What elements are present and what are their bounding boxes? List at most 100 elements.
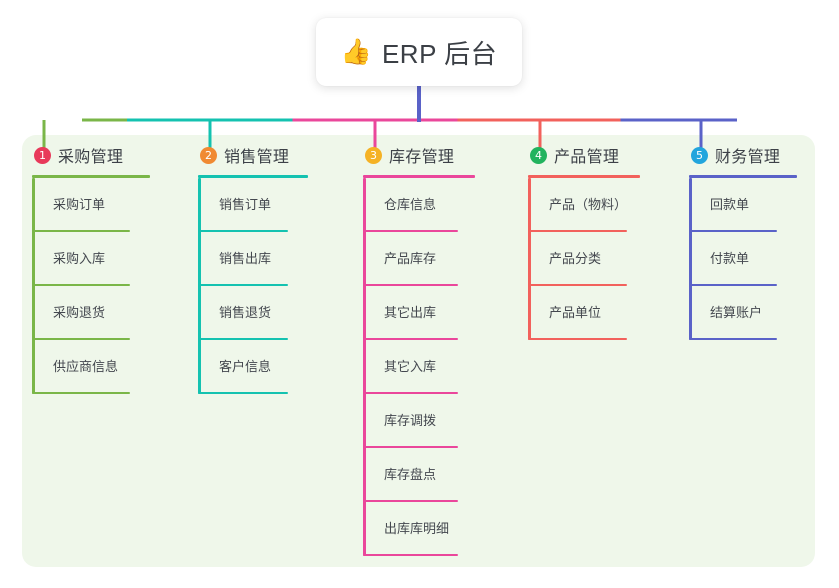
branch-item-underline xyxy=(689,284,777,286)
branch-item[interactable]: 客户信息 xyxy=(198,340,308,394)
branch-item[interactable]: 结算账户 xyxy=(689,286,797,340)
branch-item-underline xyxy=(32,284,130,286)
branch-item[interactable]: 销售退货 xyxy=(198,286,308,340)
branch-item-underline xyxy=(198,338,288,340)
branch-item[interactable]: 产品分类 xyxy=(528,232,640,286)
branch-item-label: 产品库存 xyxy=(384,250,437,266)
branch-item[interactable]: 库存调拨 xyxy=(363,394,475,448)
branch-number-badge: 3 xyxy=(365,146,382,164)
branch-item-label: 产品单位 xyxy=(549,304,602,320)
branch-columns: 1 采购管理采购订单采购入库采购退货供应商信息 2 销售管理销售订单销售出库销售退货客… xyxy=(22,135,815,567)
branch-item[interactable]: 销售出库 xyxy=(198,232,308,286)
branch-item-underline xyxy=(363,338,458,340)
root-node-card[interactable]: 👍 ERP 后台 xyxy=(316,18,522,86)
branch-header-3[interactable]: 3 库存管理 xyxy=(353,135,475,175)
branch-items: 仓库信息产品库存其它出库其它入库库存调拨库存盘点出库库明细 xyxy=(363,178,475,556)
branch-item-underline xyxy=(198,230,288,232)
branch-item-underline xyxy=(363,392,458,394)
branch-item-underline xyxy=(198,392,288,394)
branch-item-label: 仓库信息 xyxy=(384,196,437,212)
branch-item[interactable]: 回款单 xyxy=(689,178,797,232)
branch-number-badge: 2 xyxy=(200,146,217,164)
branch-item-underline xyxy=(363,500,458,502)
branch-title: 产品管理 xyxy=(554,149,620,166)
branch-spine xyxy=(363,178,366,556)
branch-column-4: 4 产品管理产品（物料） 产品分类产品单位 xyxy=(518,135,640,340)
branch-column-3: 3 库存管理仓库信息产品库存其它出库其它入库库存调拨库存盘点出库库明细 xyxy=(353,135,475,556)
branch-item-label: 销售出库 xyxy=(219,250,272,266)
branch-underline xyxy=(198,175,308,178)
branch-column-5: 5 财务管理回款单付款单结算账户 xyxy=(679,135,797,340)
branch-number-badge: 4 xyxy=(530,146,547,164)
branch-items: 采购订单采购入库采购退货供应商信息 xyxy=(32,178,150,394)
branch-header-4[interactable]: 4 产品管理 xyxy=(518,135,640,175)
branch-header-5[interactable]: 5 财务管理 xyxy=(679,135,797,175)
branch-item-underline xyxy=(528,230,627,232)
branch-item[interactable]: 产品单位 xyxy=(528,286,640,340)
branch-item-underline xyxy=(32,392,130,394)
branch-item-label: 客户信息 xyxy=(219,358,272,374)
branch-item-underline xyxy=(363,446,458,448)
branch-item[interactable]: 其它出库 xyxy=(363,286,475,340)
branch-item[interactable]: 产品（物料） xyxy=(528,178,640,232)
branch-item-underline xyxy=(689,230,777,232)
branch-item-underline xyxy=(528,338,627,340)
branch-number-badge: 5 xyxy=(691,146,708,164)
branch-item[interactable]: 其它入库 xyxy=(363,340,475,394)
branch-spine xyxy=(32,178,35,394)
branch-item-label: 库存调拨 xyxy=(384,412,437,428)
branch-column-1: 1 采购管理采购订单采购入库采购退货供应商信息 xyxy=(22,135,150,394)
branch-item[interactable]: 库存盘点 xyxy=(363,448,475,502)
branch-item-label: 产品（物料） xyxy=(549,196,628,212)
branch-item[interactable]: 采购退货 xyxy=(32,286,150,340)
branch-item-label: 产品分类 xyxy=(549,250,602,266)
branch-item-label: 回款单 xyxy=(710,196,750,212)
branch-items: 回款单付款单结算账户 xyxy=(689,178,797,340)
branch-item[interactable]: 产品库存 xyxy=(363,232,475,286)
branch-underline xyxy=(689,175,797,178)
branch-underline xyxy=(363,175,475,178)
branch-underline xyxy=(528,175,640,178)
branch-item-label: 销售退货 xyxy=(219,304,272,320)
branch-item-label: 付款单 xyxy=(710,250,750,266)
branch-underline xyxy=(32,175,150,178)
branch-title: 销售管理 xyxy=(224,149,290,166)
branch-item[interactable]: 出库库明细 xyxy=(363,502,475,556)
branch-item-label: 其它入库 xyxy=(384,358,437,374)
branch-header-1[interactable]: 1 采购管理 xyxy=(22,135,150,175)
branch-item-label: 采购入库 xyxy=(53,250,106,266)
branch-title: 库存管理 xyxy=(389,149,455,166)
branch-title: 采购管理 xyxy=(58,149,124,166)
branch-item[interactable]: 采购入库 xyxy=(32,232,150,286)
branch-item-underline xyxy=(363,230,458,232)
branch-item-label: 采购退货 xyxy=(53,304,106,320)
root-node-title: ERP 后台 xyxy=(381,38,498,69)
branch-item[interactable]: 仓库信息 xyxy=(363,178,475,232)
branch-spine xyxy=(689,178,692,340)
branch-item-label: 供应商信息 xyxy=(53,358,119,374)
branch-item-label: 销售订单 xyxy=(219,196,272,212)
branch-title: 财务管理 xyxy=(715,149,781,166)
branch-item-label: 库存盘点 xyxy=(384,466,437,482)
branch-item-label: 结算账户 xyxy=(710,304,763,320)
branch-item[interactable]: 供应商信息 xyxy=(32,340,150,394)
thumbs-up-icon: 👍 xyxy=(340,37,372,66)
branch-number-badge: 1 xyxy=(34,146,51,164)
branch-items: 产品（物料） 产品分类产品单位 xyxy=(528,178,640,340)
branch-item[interactable]: 采购订单 xyxy=(32,178,150,232)
branch-column-2: 2 销售管理销售订单销售出库销售退货客户信息 xyxy=(188,135,308,394)
branch-item-label: 其它出库 xyxy=(384,304,437,320)
branches-panel xyxy=(22,135,815,567)
branch-spine xyxy=(528,178,531,340)
branch-item-label: 采购订单 xyxy=(53,196,106,212)
branch-item[interactable]: 付款单 xyxy=(689,232,797,286)
branch-item-label: 出库库明细 xyxy=(384,520,450,536)
branch-item[interactable]: 销售订单 xyxy=(198,178,308,232)
branch-header-2[interactable]: 2 销售管理 xyxy=(188,135,308,175)
branch-item-underline xyxy=(528,284,627,286)
branch-item-underline xyxy=(198,284,288,286)
branch-item-underline xyxy=(689,338,777,340)
branch-item-underline xyxy=(363,284,458,286)
branch-spine xyxy=(198,178,201,394)
